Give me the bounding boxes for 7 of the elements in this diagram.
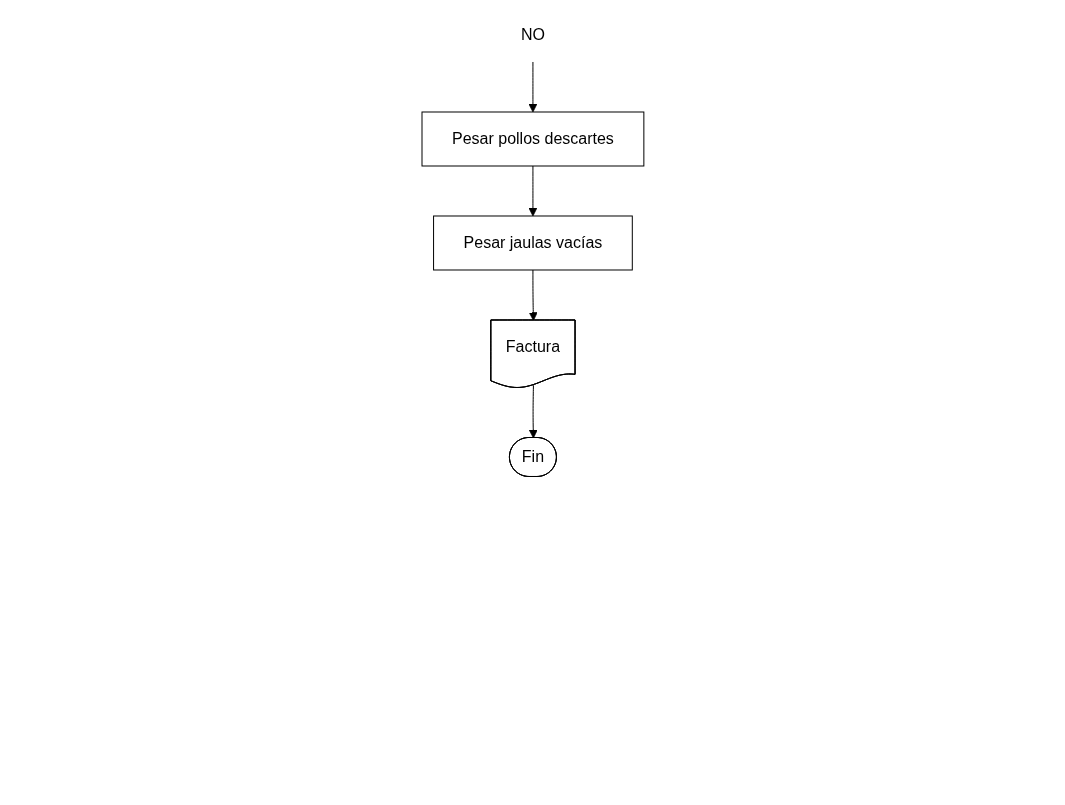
node-box: Pesar jaulas vacías — [432, 215, 633, 271]
node-box: Pesar pollos descartes — [421, 111, 644, 167]
arrow — [528, 61, 537, 113]
arrow — [528, 269, 538, 321]
arrow — [528, 165, 537, 217]
arrow — [528, 384, 538, 439]
node-text: NO — [520, 26, 545, 43]
